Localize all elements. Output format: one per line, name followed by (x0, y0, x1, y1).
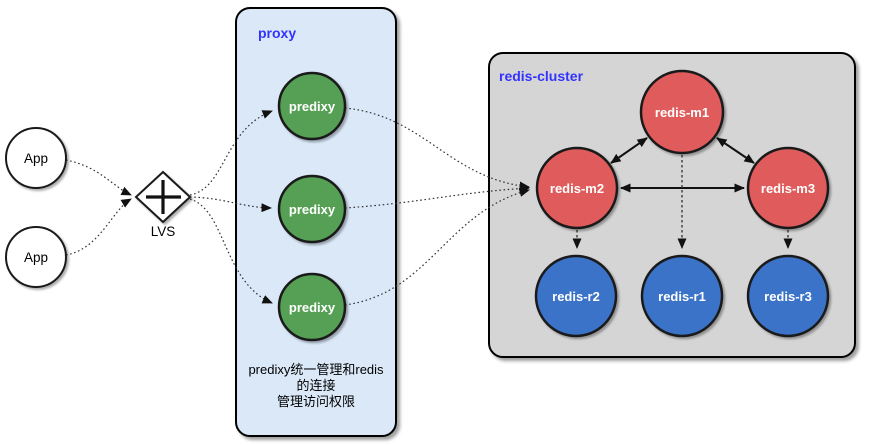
plus-icon (146, 180, 181, 214)
predixy-node-2-label: predixy (289, 202, 336, 217)
redis-m3-node (746, 146, 830, 230)
redis-r1-node (640, 254, 724, 338)
edge-redis-m1-redis-m3 (716, 137, 755, 164)
proxy-note-line-2: 的连接 (296, 378, 335, 393)
app-node-1-label: App (24, 151, 48, 166)
predixy-node-3-label: predixy (289, 300, 336, 315)
redis-r3-label: redis-r3 (764, 289, 812, 304)
redis-cluster-box-title: redis-cluster (499, 68, 584, 84)
proxy-note-line-3: 管理访问权限 (277, 394, 355, 409)
edge-app1-to-lvs (65, 159, 132, 196)
redis-r2-node (534, 254, 618, 338)
proxy-note-line-1: predixy统一管理和redis (248, 362, 384, 377)
redis-r1-label: redis-r1 (658, 289, 706, 304)
redis-m2-label: redis-m2 (550, 181, 604, 196)
edge-app2-to-lvs (65, 198, 132, 256)
app-node-2 (5, 226, 67, 288)
edge-predixy1-to-redis-m2 (344, 107, 530, 191)
redis-m2-node (535, 146, 619, 230)
app-node-1 (5, 127, 67, 189)
predixy-node-1-label: predixy (289, 99, 336, 114)
redis-m1-label: redis-m1 (655, 105, 709, 120)
app-node-2-label: App (24, 250, 48, 265)
proxy-box-title: proxy (258, 25, 296, 41)
lvs-label: LVS (151, 224, 176, 239)
redis-r3-node (746, 254, 830, 338)
redis-r2-label: redis-r2 (552, 289, 600, 304)
edge-lvs-to-predixy3 (189, 198, 273, 304)
edge-predixy3-to-redis-m2 (344, 188, 530, 306)
redis-m1-node (639, 69, 725, 155)
edge-lvs-to-predixy2 (189, 196, 272, 213)
predixy-node-1 (277, 71, 347, 141)
edge-predixy2-to-redis-m2 (344, 184, 530, 209)
predixy-node-3 (277, 272, 347, 342)
edge-redis-m2-redis-m1 (610, 137, 648, 164)
redis-m3-label: redis-m3 (761, 181, 815, 196)
predixy-node-2 (277, 174, 347, 244)
